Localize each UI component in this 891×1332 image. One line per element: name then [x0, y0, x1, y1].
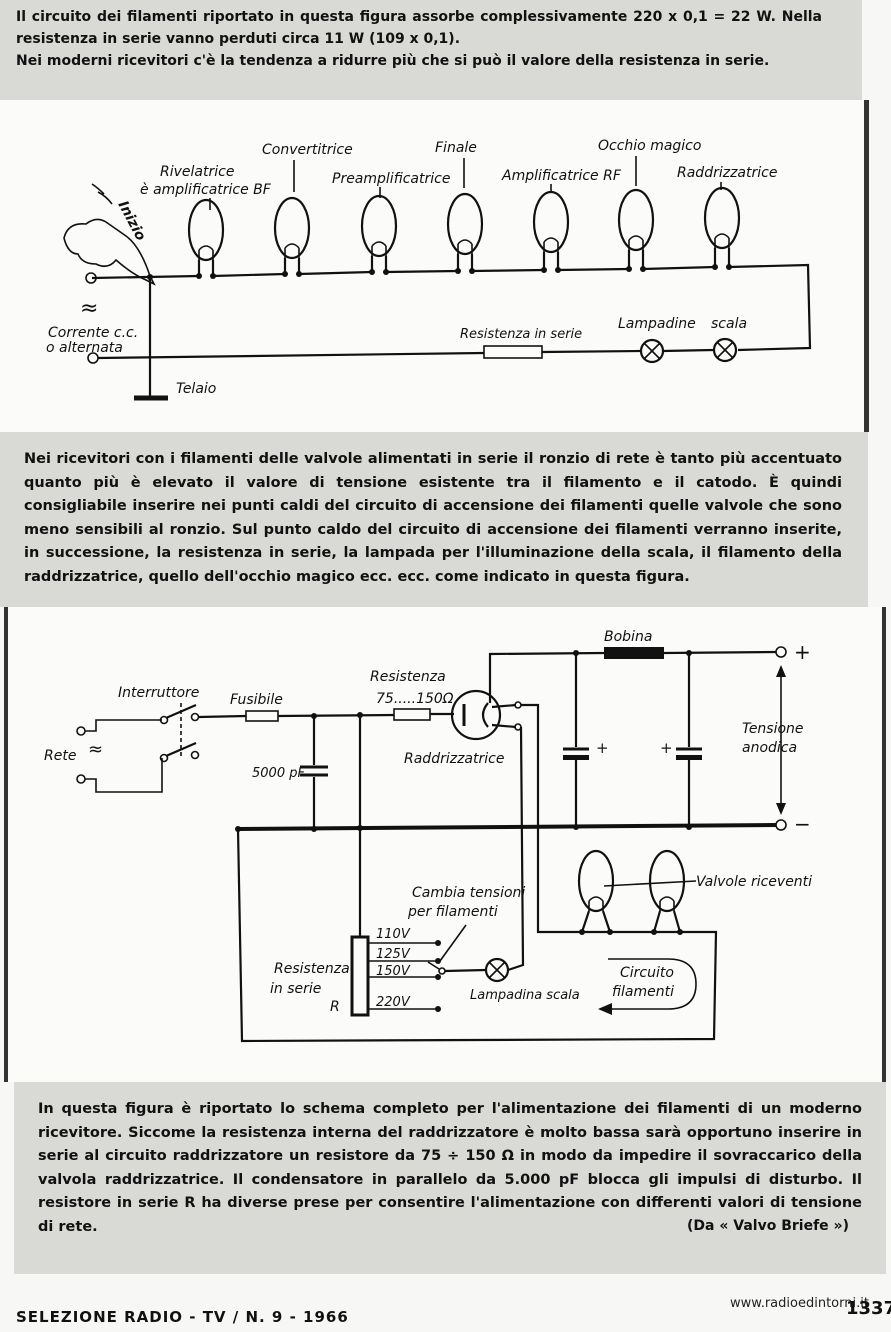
label-filamenti: filamenti: [612, 984, 674, 1000]
label-inizio: Inizio: [114, 198, 148, 243]
label-circuito: Circuito: [620, 965, 674, 981]
tube-convertitrice: [273, 196, 311, 274]
label-220v: 220V: [376, 995, 411, 1010]
tube-amplificatrice-rf: [532, 190, 570, 270]
terminal-bottom: [87, 352, 99, 364]
tube-preamplificatrice: [360, 194, 398, 272]
label-corrente: Corrente c.c.: [48, 325, 138, 341]
label-tensione: Tensione: [742, 721, 804, 737]
label-150v: 150V: [376, 964, 411, 979]
source-credit: (Da « Valvo Briefe »): [687, 1218, 849, 1234]
tube-finale: [446, 192, 484, 271]
intro-line-2: Nei moderni ricevitori c'è la tendenza a…: [16, 53, 770, 69]
terminal-top: [85, 272, 97, 284]
terminal-plus: [775, 646, 787, 658]
label-amplificatrice-rf: Amplificatrice RF: [501, 168, 622, 184]
cap1-plus: +: [596, 739, 609, 757]
tube-rivelatrice: [187, 198, 225, 276]
label-per-filamenti: per filamenti: [407, 904, 498, 920]
label-minus: −: [794, 812, 811, 836]
label-convertitrice: Convertitrice: [262, 142, 353, 158]
terminal-minus: [775, 819, 787, 831]
ac-symbol: ≈: [80, 296, 98, 321]
label-125v: 125V: [376, 947, 411, 962]
label-rivelatrice: Rivelatrice: [160, 164, 234, 180]
publication-footer: SELEZIONE RADIO - TV / N. 9 - 1966: [16, 1308, 349, 1326]
label-alternata: o alternata: [46, 340, 123, 356]
tube-raddrizzatrice: [703, 186, 741, 267]
rectifier-tube: [450, 689, 522, 741]
label-110v: 110V: [376, 927, 411, 942]
label-preamplificatrice: Preamplificatrice: [332, 171, 450, 187]
label-finale: Finale: [435, 140, 477, 156]
receiving-tube-1: [577, 849, 615, 933]
label-telaio: Telaio: [176, 381, 216, 397]
label-valvole-riceventi: Valvole riceventi: [696, 874, 812, 890]
label-lampadina-scala: Lampadina scala: [470, 988, 580, 1003]
coil-bobina: [604, 647, 664, 659]
label-rete: Rete: [44, 748, 76, 764]
label-lampadine: Lampadine: [618, 316, 696, 332]
intro-line-1: Il circuito dei filamenti riportato in q…: [16, 9, 822, 47]
middle-text-block: Nei ricevitori con i filamenti delle val…: [0, 432, 868, 607]
label-raddrizzatrice: Raddrizzatrice: [404, 751, 504, 767]
mains-ac-symbol: ≈: [88, 739, 103, 760]
lamp-1: [639, 338, 665, 364]
label-resistenza-serie: Resistenza in serie: [460, 327, 582, 342]
lamp-2: [712, 337, 738, 363]
label-occhio-magico: Occhio magico: [598, 138, 701, 154]
label-bobina: Bobina: [604, 629, 652, 645]
scale-lamp: [484, 957, 510, 983]
website-watermark: www.radioedintorni.it: [730, 1296, 869, 1311]
pointing-hand-icon: [63, 183, 156, 286]
label-scala: scala: [711, 316, 747, 332]
label-resistenza-r: Resistenza: [274, 961, 350, 977]
resistor-75-150: [393, 708, 431, 721]
label-5000pf: 5000 pF: [252, 766, 305, 781]
figure-2-power-supply: Bobina + + + Tensione anodica − ≈ Rete: [4, 607, 886, 1082]
label-anodica: anodica: [742, 740, 797, 756]
page-number: 1337: [846, 1298, 891, 1319]
label-cambia-tensioni: Cambia tensioni: [412, 885, 525, 901]
figure-1-series-filaments: Rivelatrice è amplificatrice BF Converti…: [0, 100, 869, 432]
intro-text-block: Il circuito dei filamenti riportato in q…: [0, 0, 862, 100]
tapped-resistor-r: [350, 935, 370, 1017]
figure-2-diagram: Bobina + + + Tensione anodica − ≈ Rete: [44, 629, 812, 1043]
bottom-text-block: In questa figura è riportato lo schema c…: [14, 1082, 886, 1274]
label-r: R: [330, 999, 340, 1015]
fuse: [245, 710, 279, 722]
label-in-serie: in serie: [270, 981, 321, 997]
label-raddrizzatrice: Raddrizzatrice: [677, 165, 777, 181]
label-resistenza-top: Resistenza: [370, 669, 446, 685]
series-resistor: [483, 345, 543, 359]
circuit-arrow-icon: [598, 1003, 612, 1015]
label-fusibile: Fusibile: [230, 692, 283, 708]
power-switch: [159, 703, 200, 763]
middle-paragraph: Nei ricevitori con i filamenti delle val…: [24, 451, 842, 585]
receiving-tube-2: [648, 849, 686, 933]
label-interruttore: Interruttore: [118, 685, 199, 701]
figure-1-diagram: Rivelatrice è amplificatrice BF Converti…: [46, 138, 812, 401]
label-plus: +: [794, 640, 811, 664]
label-75-150: 75.....150Ω: [376, 691, 454, 707]
cap2-plus: +: [660, 739, 673, 757]
bottom-paragraph: In questa figura è riportato lo schema c…: [38, 1101, 862, 1235]
label-amplificatrice-bf: è amplificatrice BF: [140, 182, 272, 198]
tube-occhio-magico: [617, 188, 655, 269]
